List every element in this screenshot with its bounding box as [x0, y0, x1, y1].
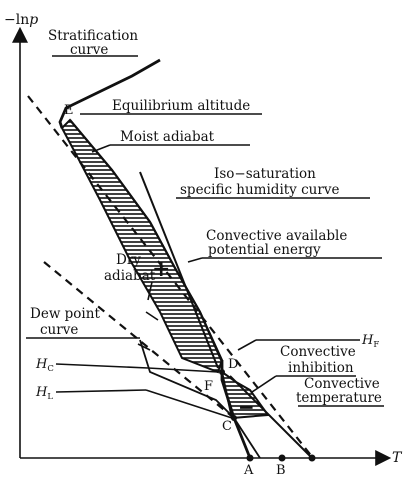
- convective-temperature-line: [229, 375, 313, 459]
- minus-sign: −: [238, 395, 255, 419]
- leader-moist: [91, 144, 111, 153]
- leader-hc-d: [147, 367, 219, 373]
- point-d-label: D: [228, 357, 238, 372]
- label-cape-2: potential energy: [208, 242, 321, 258]
- point-a-label: A: [243, 463, 254, 478]
- point-e-label: E: [64, 103, 74, 118]
- label-moist: Moist adiabat: [120, 129, 215, 145]
- leader-hl-c: [145, 389, 233, 419]
- label-dry-2: adiabat: [104, 268, 156, 284]
- point-f-label: F: [204, 379, 213, 394]
- label-stratification-2: curve: [70, 42, 108, 58]
- label-ct-1: Convective: [304, 376, 380, 392]
- label-isosat-2: specific humidity curve: [180, 182, 339, 198]
- cape-region: [60, 118, 224, 374]
- point-b-dot: [278, 454, 286, 462]
- point-d-dot: [219, 369, 225, 375]
- label-ct-2: temperature: [296, 390, 382, 406]
- label-equilibrium: Equilibrium altitude: [112, 98, 250, 114]
- leader-hl: [55, 389, 147, 393]
- point-a-dot: [246, 454, 254, 462]
- hc-label: HC: [35, 357, 54, 374]
- parcel-path: [139, 339, 261, 459]
- x-axis-label: T: [392, 450, 403, 466]
- label-cape-1: Convective available: [206, 228, 347, 244]
- tick-dew: [137, 343, 151, 351]
- leader-hc: [55, 363, 149, 369]
- point-t-dot: [308, 454, 316, 462]
- label-stratification-1: Stratification: [48, 28, 138, 44]
- tick-dry: [145, 311, 159, 321]
- leader-hf: [237, 339, 257, 351]
- label-isosat-1: Iso−saturation: [214, 166, 316, 182]
- label-dry-1: Dry: [116, 252, 141, 268]
- plus-sign: +: [152, 257, 170, 282]
- hl-label: HL: [35, 385, 53, 402]
- leader-cape: [187, 257, 203, 263]
- point-c-dot: [231, 415, 237, 421]
- dry-adiabat: [27, 95, 314, 459]
- iso-saturation-curve: [139, 171, 219, 369]
- point-c-label: C: [222, 419, 232, 434]
- leader-dry: [147, 281, 153, 301]
- point-b-label: B: [276, 463, 286, 478]
- label-cin-1: Convective: [280, 344, 356, 360]
- y-axis-label: −lnp: [4, 12, 38, 28]
- stratification-curve: [58, 58, 161, 129]
- label-cin-2: inhibition: [288, 360, 354, 376]
- leader-cin: [251, 375, 277, 393]
- label-dew-2: curve: [40, 322, 78, 338]
- label-dew-1: Dew point: [30, 306, 100, 322]
- hf-label: HF: [361, 333, 379, 350]
